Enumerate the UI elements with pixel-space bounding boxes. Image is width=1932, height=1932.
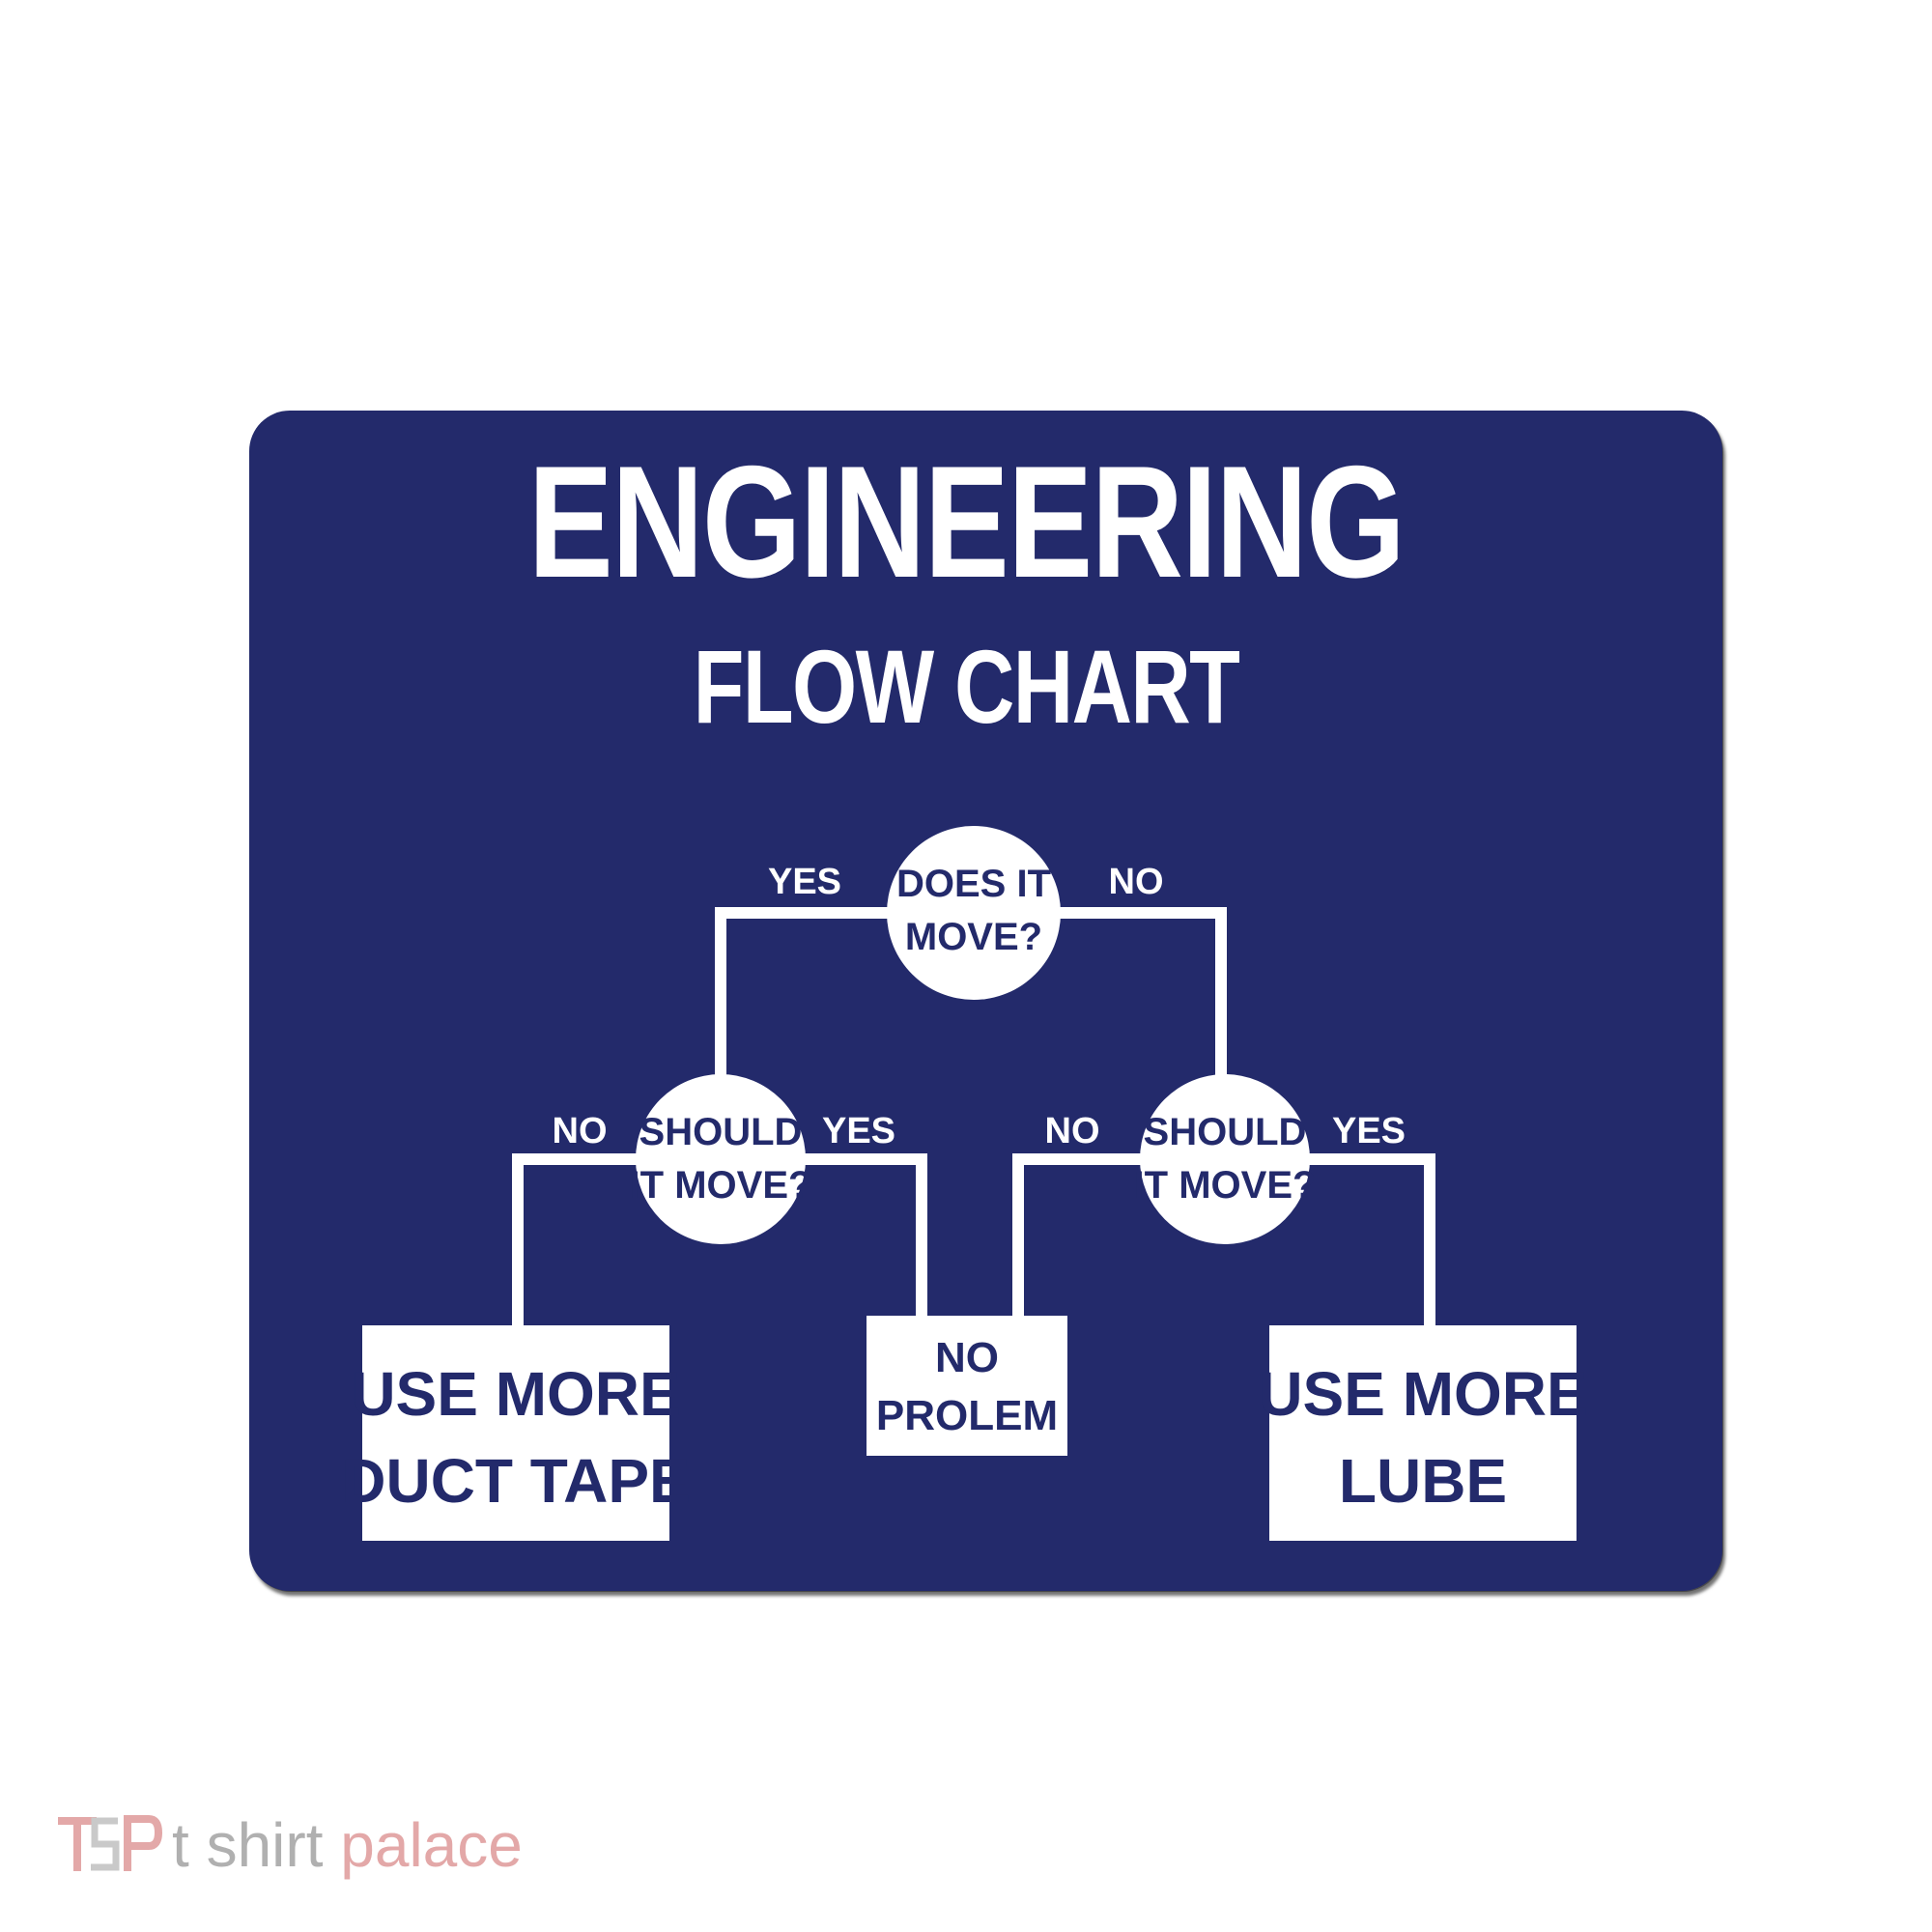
outcome-duct-tape-line1: USE MORE bbox=[351, 1359, 680, 1429]
branch-root-no: NO bbox=[1109, 862, 1164, 902]
outcome-lube: USE MORE LUBE bbox=[1258, 1325, 1588, 1541]
connector-left-yes bbox=[796, 1153, 927, 1324]
outcome-no-problem: NO PROLEM bbox=[867, 1316, 1067, 1456]
decision-does-it-move-line1: DOES IT bbox=[896, 863, 1051, 905]
decision-right-line2: IT MOVE? bbox=[1134, 1164, 1317, 1207]
connector-root-yes bbox=[715, 907, 895, 1078]
watermark-brand-pink: palace bbox=[340, 1810, 523, 1880]
outcome-lube-line2: LUBE bbox=[1339, 1446, 1507, 1516]
branch-root-yes: YES bbox=[768, 862, 841, 902]
watermark: t shirt palace bbox=[56, 1806, 523, 1884]
decision-does-it-move: DOES IT MOVE? bbox=[887, 826, 1061, 1000]
decision-should-it-move-left: SHOULD IT MOVE? bbox=[630, 1074, 812, 1244]
branch-left-no: NO bbox=[553, 1111, 608, 1151]
chart-subtitle: FLOW CHART bbox=[693, 628, 1240, 745]
decision-left-line2: IT MOVE? bbox=[630, 1164, 812, 1207]
decision-left-line1: SHOULD bbox=[639, 1111, 803, 1153]
chart-title: ENGINEERING bbox=[527, 433, 1406, 611]
outcome-no-problem-line2: PROLEM bbox=[876, 1392, 1058, 1439]
connector-left-no bbox=[512, 1153, 645, 1334]
branch-left-yes: YES bbox=[822, 1111, 895, 1151]
watermark-brand: t shirt palace bbox=[172, 1809, 523, 1881]
decision-right-line1: SHOULD bbox=[1144, 1111, 1307, 1153]
outcome-duct-tape-line2: DUCT TAPE bbox=[341, 1446, 690, 1516]
branch-right-no: NO bbox=[1045, 1111, 1100, 1151]
outcome-duct-tape: USE MORE DUCT TAPE bbox=[341, 1325, 691, 1541]
connector-root-no bbox=[1037, 907, 1227, 1078]
outcome-lube-line1: USE MORE bbox=[1258, 1359, 1587, 1429]
watermark-brand-gray: t shirt bbox=[172, 1810, 324, 1880]
connector-right-yes bbox=[1293, 1153, 1435, 1334]
tsp-logo-icon bbox=[58, 1815, 162, 1871]
connector-right-no bbox=[1012, 1153, 1151, 1324]
branch-right-yes: YES bbox=[1332, 1111, 1406, 1151]
outcome-no-problem-line1: NO bbox=[935, 1334, 999, 1381]
decision-should-it-move-right: SHOULD IT MOVE? bbox=[1134, 1074, 1317, 1244]
decision-does-it-move-line2: MOVE? bbox=[905, 916, 1042, 958]
